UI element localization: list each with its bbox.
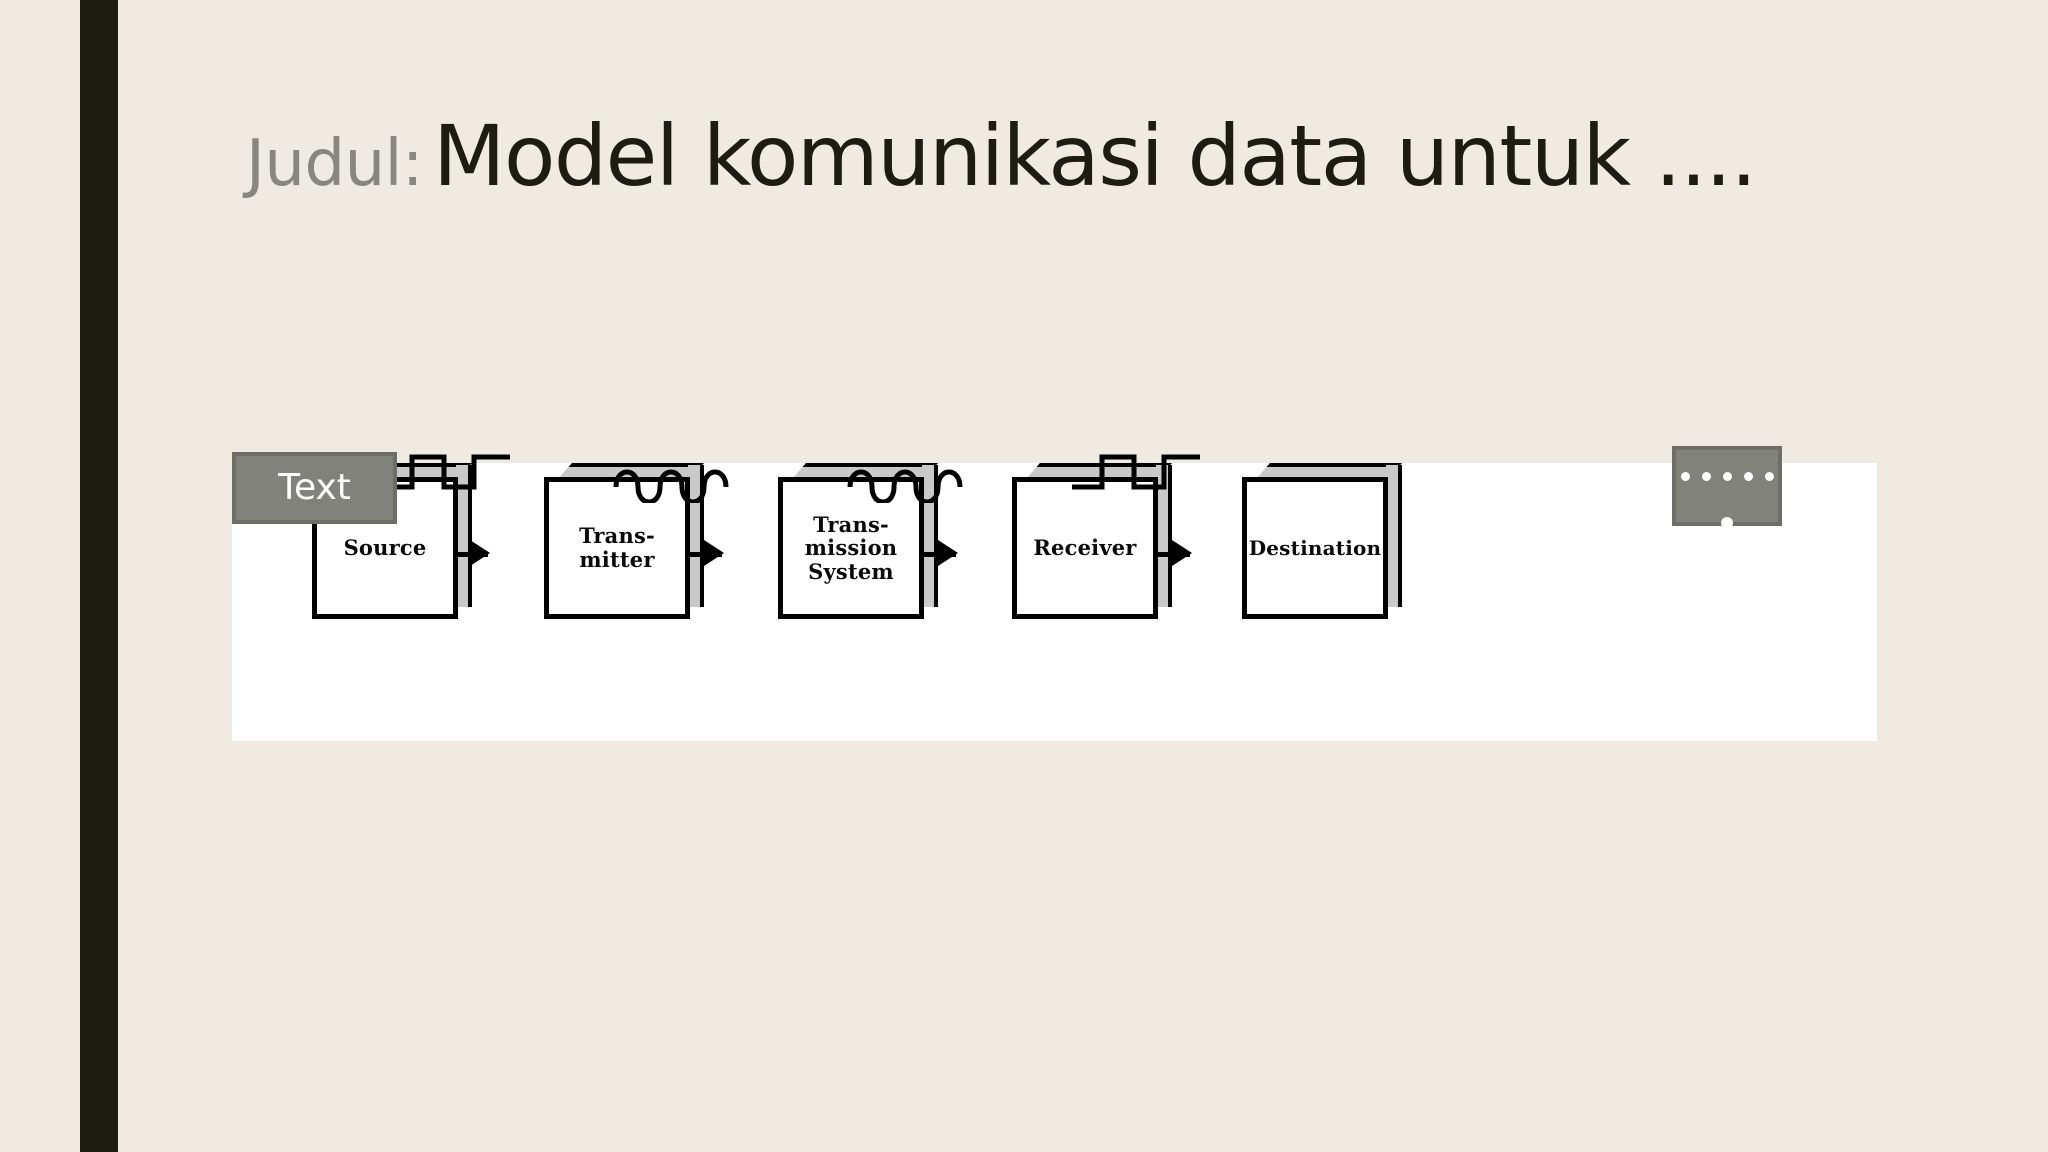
rotation-handle-dot[interactable] bbox=[1721, 517, 1733, 529]
box-transmission-system-label-line2: mission bbox=[804, 535, 898, 561]
box-transmitter-label-line1: Trans- bbox=[579, 523, 655, 549]
left-accent-bar bbox=[80, 0, 118, 1152]
box-destination-top-face bbox=[1256, 463, 1402, 479]
dot-5 bbox=[1764, 472, 1774, 481]
box-receiver-label: Receiver bbox=[1033, 535, 1137, 561]
sine-wave-icon bbox=[613, 469, 729, 505]
box-destination-label: Destination bbox=[1248, 535, 1382, 560]
box-transmission-system-label-line1: Trans- bbox=[813, 511, 889, 537]
text-placeholder-label: Text bbox=[278, 467, 351, 508]
dot-3 bbox=[1722, 472, 1732, 481]
title-prefix: Judul: bbox=[246, 127, 423, 201]
box-destination-side-face bbox=[1386, 465, 1402, 607]
dots-placeholder-shape[interactable] bbox=[1672, 446, 1782, 529]
dot-row bbox=[1676, 472, 1778, 481]
box-receiver-side-face bbox=[1156, 465, 1172, 607]
title-main-text: Model komunikasi data untuk .... bbox=[432, 107, 1757, 205]
box-receiver-face: Receiver bbox=[1012, 477, 1158, 619]
text-placeholder-shape[interactable]: Text bbox=[232, 452, 397, 524]
dot-2 bbox=[1701, 472, 1711, 481]
arrow-head-transmitter bbox=[470, 540, 490, 566]
analog-signal-right bbox=[844, 461, 974, 505]
communication-model-diagram[interactable]: Source Trans- mitter Trans- mission Syst… bbox=[232, 454, 1877, 741]
dot-4 bbox=[1743, 472, 1753, 481]
dot-1 bbox=[1680, 472, 1690, 481]
box-source-side-face bbox=[456, 465, 472, 607]
arrow-head-destination bbox=[1172, 540, 1192, 566]
square-wave-icon bbox=[1072, 454, 1200, 490]
page-title[interactable]: Judul:Model komunikasi data untuk .... bbox=[246, 112, 1946, 200]
box-destination-face: Destination bbox=[1242, 477, 1388, 619]
sine-wave-icon bbox=[847, 469, 963, 505]
arrow-head-receiver bbox=[938, 540, 958, 566]
arrow-head-transmission bbox=[704, 540, 724, 566]
box-transmitter-face: Trans- mitter bbox=[544, 477, 690, 619]
square-wave-icon bbox=[382, 454, 510, 490]
box-source-label: Source bbox=[343, 535, 427, 561]
box-destination[interactable]: Destination bbox=[1242, 463, 1402, 619]
analog-signal-left bbox=[610, 461, 740, 505]
digital-signal-right bbox=[1072, 451, 1202, 493]
digital-signal-left bbox=[382, 451, 512, 493]
box-transmission-system-label-line3: System bbox=[808, 558, 894, 584]
box-transmitter-label-line2: mitter bbox=[579, 547, 655, 572]
